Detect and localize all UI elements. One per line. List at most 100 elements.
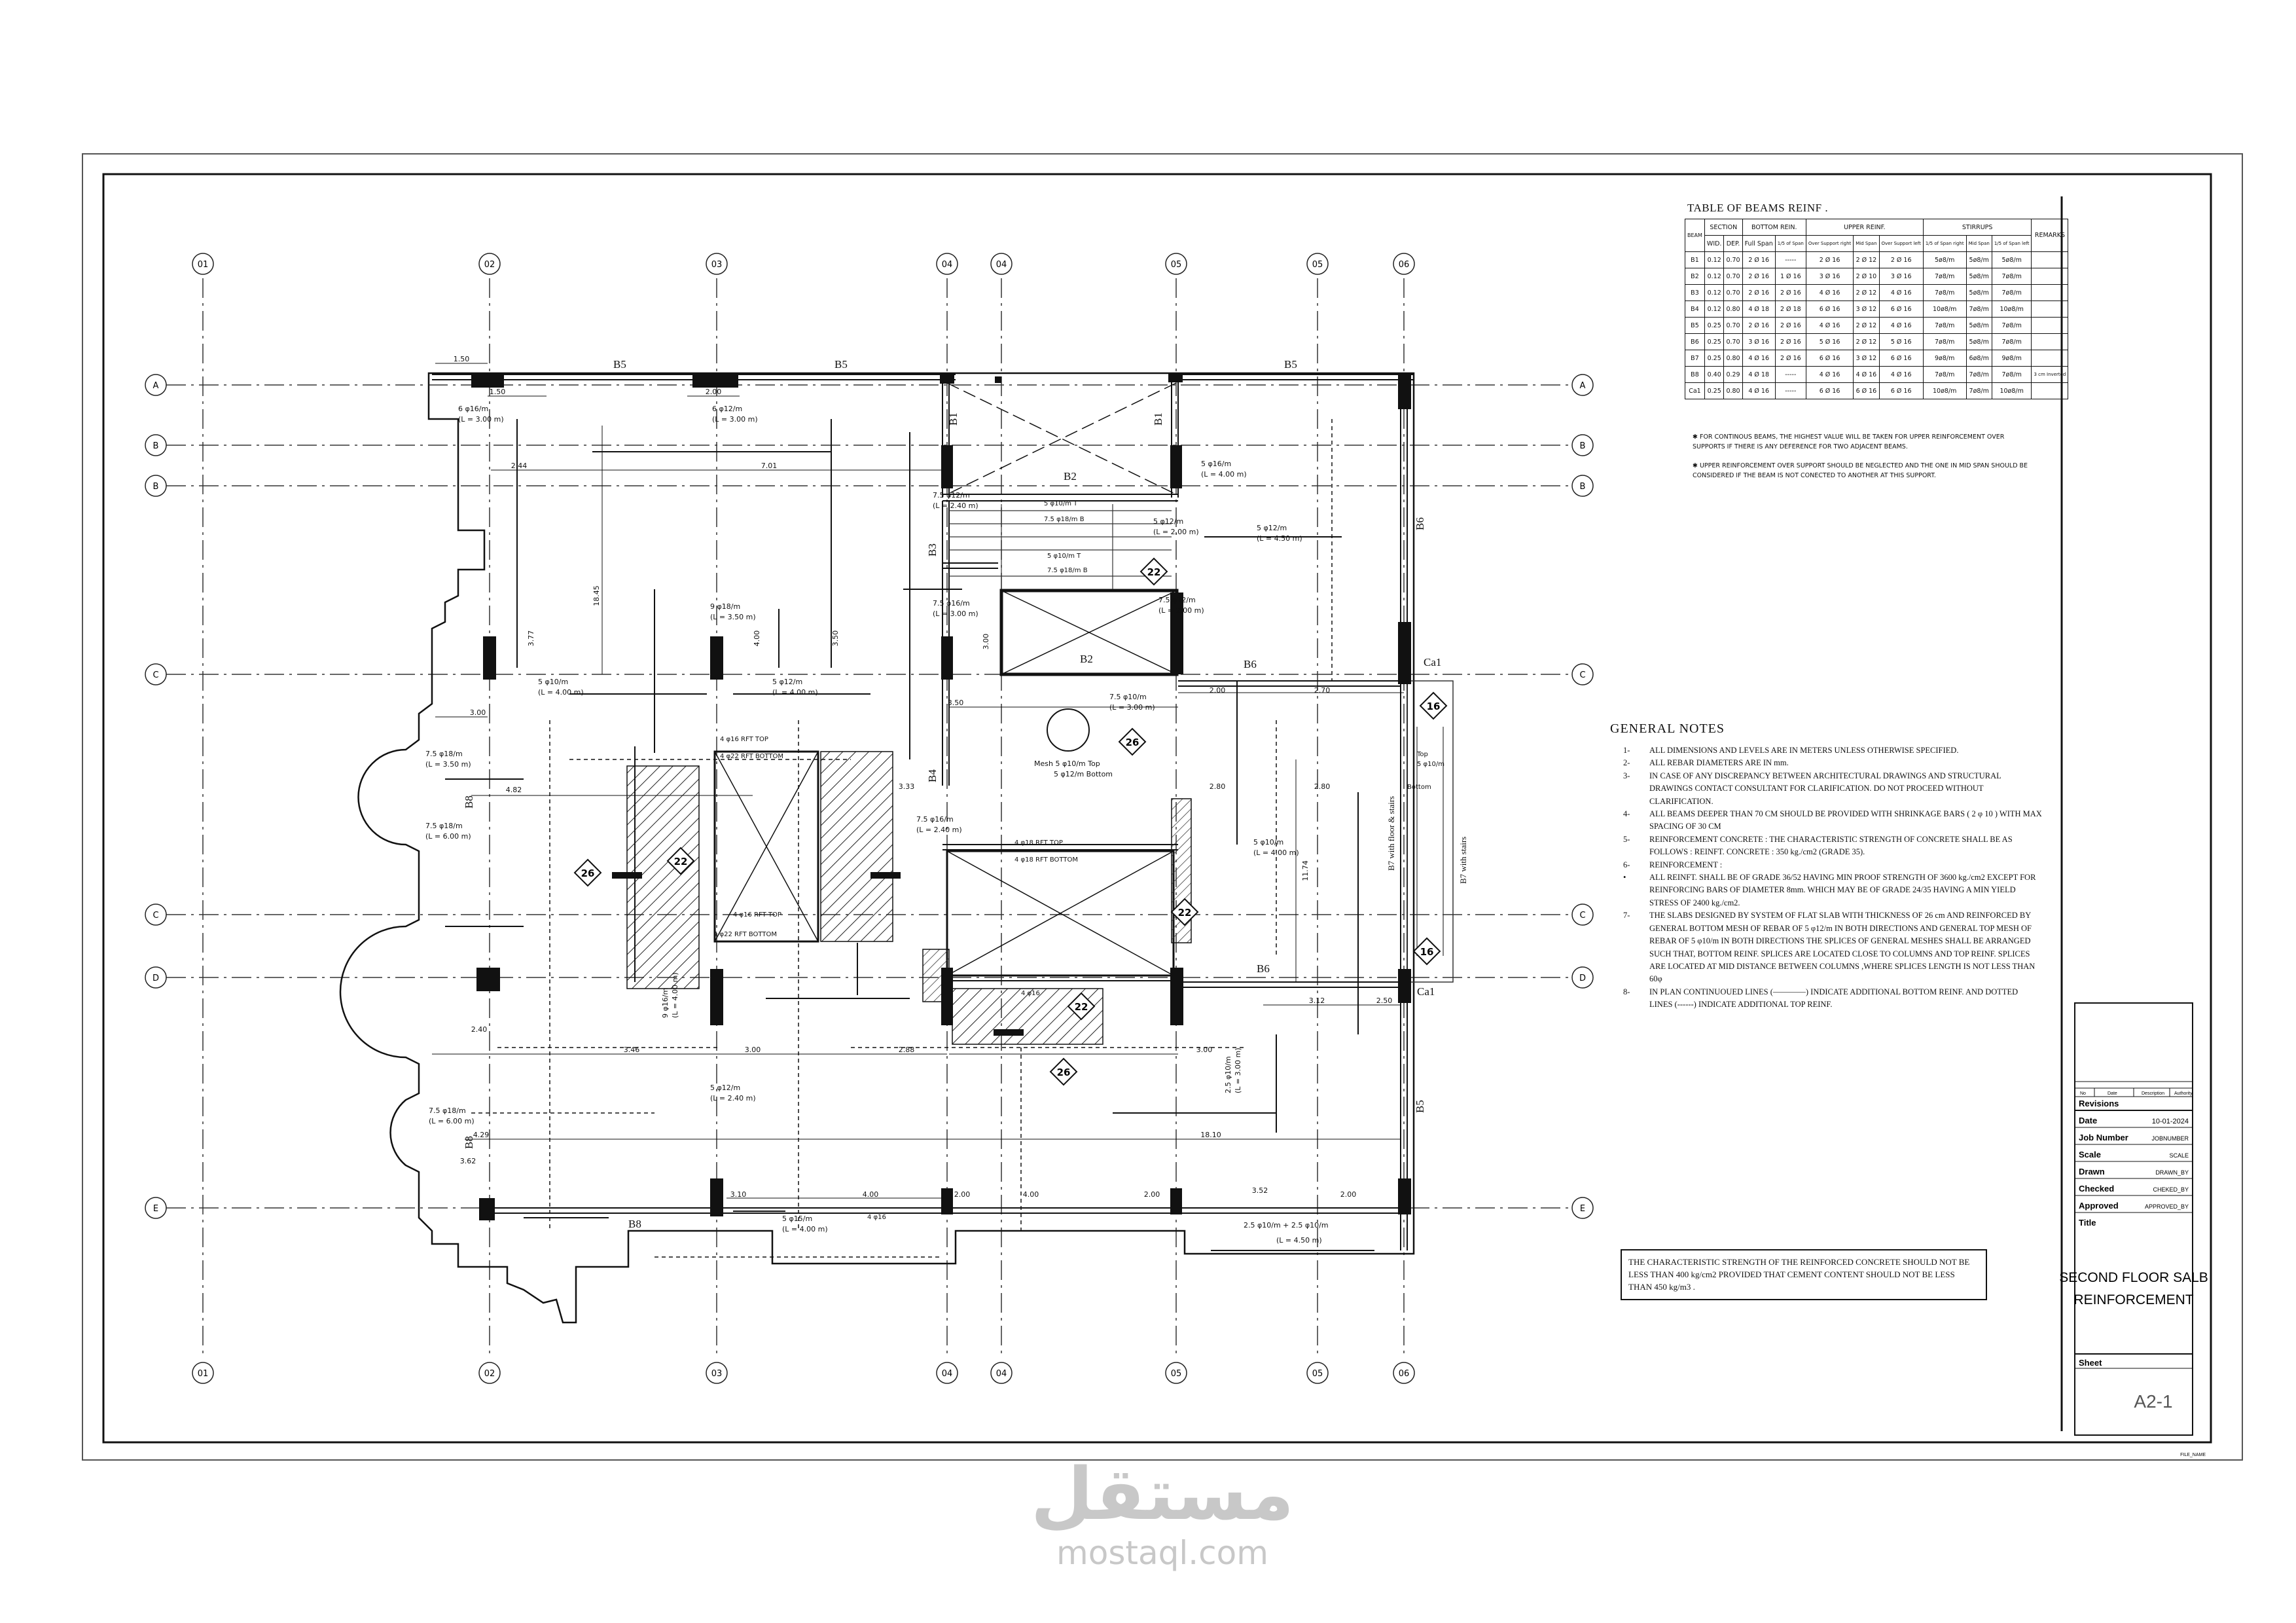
table-cell: 5 Ø 16 [1878, 333, 1924, 350]
col-bubble-05b-bottom: 05 [1306, 1362, 1329, 1384]
beam-label: B8 [463, 1136, 475, 1149]
rebar-note: 5 φ10/m [1253, 838, 1283, 847]
col-label: 05 [1171, 260, 1182, 270]
beam-label: B7 with stairs [1458, 837, 1468, 884]
slab-tag-label: 22 [1147, 566, 1161, 578]
th: DEP. [1723, 235, 1743, 252]
note-text: ALL REBAR DIAMETERS ARE IN mm. [1649, 758, 1789, 768]
rebar-note: (L = 4.50 m) [1276, 1236, 1322, 1245]
table-cell: 4 Ø 16 [1742, 382, 1776, 399]
table-cell: 5ø8/m [1965, 251, 1992, 268]
dim: 3.33 [899, 782, 915, 791]
rebar-note: (L = 2.00 m) [1153, 528, 1199, 536]
table-cell: 6 Ø 16 [1805, 382, 1854, 399]
dim: 3.10 [730, 1190, 747, 1199]
table-cell: 7ø8/m [1991, 333, 2032, 350]
row-bubble-E-right: E [1571, 1197, 1594, 1219]
rebar-note: (L = 4.00 m) [671, 972, 679, 1018]
table-cell [2031, 251, 2069, 268]
table-cell: 2 Ø 16 [1878, 251, 1924, 268]
beam-label: B8 [628, 1218, 641, 1230]
rebar-note: (L = 4.50 m) [1257, 534, 1302, 543]
th-stirrups: STIRRUPS [1922, 219, 2032, 236]
rebar-note: Bottom [1407, 784, 1431, 791]
title-label: Title [2079, 1218, 2096, 1228]
watermark: مستقل mostaql.com [1018, 1455, 1306, 1573]
table-cell: 2 Ø 12 [1853, 333, 1880, 350]
th-beam: BEAM [1685, 219, 1705, 252]
dim: 2.50 [1376, 996, 1393, 1005]
row-label: D [1579, 974, 1586, 983]
table-cell: 6ø8/m [1965, 350, 1992, 367]
scale-label: Scale [2079, 1150, 2101, 1159]
approved-value: APPROVED_BY [2145, 1203, 2189, 1210]
dim: 3.00 [745, 1046, 761, 1054]
table-cell: 7ø8/m [1991, 284, 2032, 301]
beam-label: Ca1 [1417, 985, 1435, 998]
row-label: C [152, 670, 158, 680]
col-bubble-04-bottom: 04 [936, 1362, 958, 1384]
rev-col-date: Date [2108, 1091, 2117, 1096]
table-cell: 0.80 [1723, 301, 1743, 318]
dim: 2.00 [706, 388, 722, 396]
slab-tag-label: 22 [1075, 1001, 1088, 1013]
rebar-note: 7.5 φ16/m [933, 599, 970, 608]
rebar-note: 7.5 φ18/m [429, 1106, 466, 1115]
rebar-note: Mesh 5 φ10/m Top [1034, 759, 1100, 768]
table-cell: 2 Ø 16 [1774, 284, 1806, 301]
row-label: D [152, 974, 159, 983]
dim: 2.44 [511, 462, 528, 470]
slab-outline [339, 372, 1415, 1324]
table-cell: 9ø8/m [1922, 350, 1967, 367]
table-cell: 0.12 [1704, 251, 1725, 268]
slab-tag: 22 [1067, 992, 1096, 1021]
beam-label: B5 [1284, 358, 1297, 371]
table-cell: 7ø8/m [1991, 268, 2032, 285]
note-text: ALL DIMENSIONS AND LEVELS ARE IN METERS … [1649, 746, 1959, 755]
th: 1/5 of Span right [1922, 235, 1967, 252]
table-cell: 4 Ø 16 [1878, 317, 1924, 334]
table-cell: 6 Ø 16 [1878, 350, 1924, 367]
note-number: 6- [1623, 860, 1630, 869]
table-cell: 0.25 [1704, 333, 1725, 350]
table-cell: B8 [1685, 366, 1705, 383]
table-cell [2031, 350, 2069, 367]
drawing-title-line2: REINFORCEMENT [2073, 1292, 2193, 1307]
rebar-annotations: 6 φ16/m (L = 3.00 m) 6 φ12/m (L = 3.00 m… [425, 405, 1444, 1245]
slab-tag: 16 [1419, 691, 1448, 720]
dim: 3.52 [1252, 1186, 1268, 1195]
rebar-note: 4 φ16 [1021, 990, 1040, 997]
title-block-frame [2060, 196, 2193, 1436]
rebar-note: 7.5 φ10/m [1109, 693, 1147, 701]
dim: 4.00 [863, 1190, 879, 1199]
col-label: 01 [198, 260, 209, 270]
table-cell: 7ø8/m [1965, 366, 1992, 383]
rebar-note: 5 φ10/m [538, 678, 568, 686]
table-cell [2031, 284, 2069, 301]
row-bubble-C-right: C [1571, 663, 1594, 685]
watermark-arabic: مستقل [1030, 1452, 1295, 1536]
general-notes-title: GENERAL NOTES [1610, 721, 1725, 736]
dimension-texts: 1.50 1.50 2.00 2.44 7.01 18.45 3.77 4.00… [454, 355, 1393, 1199]
table-cell: 7ø8/m [1965, 301, 1992, 318]
slab-tag: 26 [573, 858, 602, 887]
rebar-note: (L = 4.00 m) [1253, 848, 1299, 857]
table-cell: 2 Ø 16 [1742, 317, 1776, 334]
row-bubble-B2-left: B [145, 475, 167, 497]
general-note-item: 4-ALL BEAMS DEEPER THAN 70 CM SHOULD BE … [1623, 808, 2042, 833]
dim: 3.50 [831, 630, 840, 647]
sheet-number: A2-1 [2134, 1391, 2172, 1412]
table-cell: 10ø8/m [1991, 301, 2032, 318]
note-text: IN PLAN CONTINUOUED LINES (————) INDICAT… [1649, 987, 2018, 1010]
col-label: 01 [198, 1369, 209, 1379]
th: Mid Span [1853, 235, 1880, 252]
col-label: 04 [942, 260, 953, 270]
rebar-note: (L = 3.00 m) [933, 610, 978, 618]
col-bubble-03-bottom: 03 [706, 1362, 728, 1384]
row-label: A [153, 381, 159, 391]
dim: 2.40 [471, 1025, 488, 1034]
rebar-note: (L = 3.50 m) [425, 760, 471, 769]
